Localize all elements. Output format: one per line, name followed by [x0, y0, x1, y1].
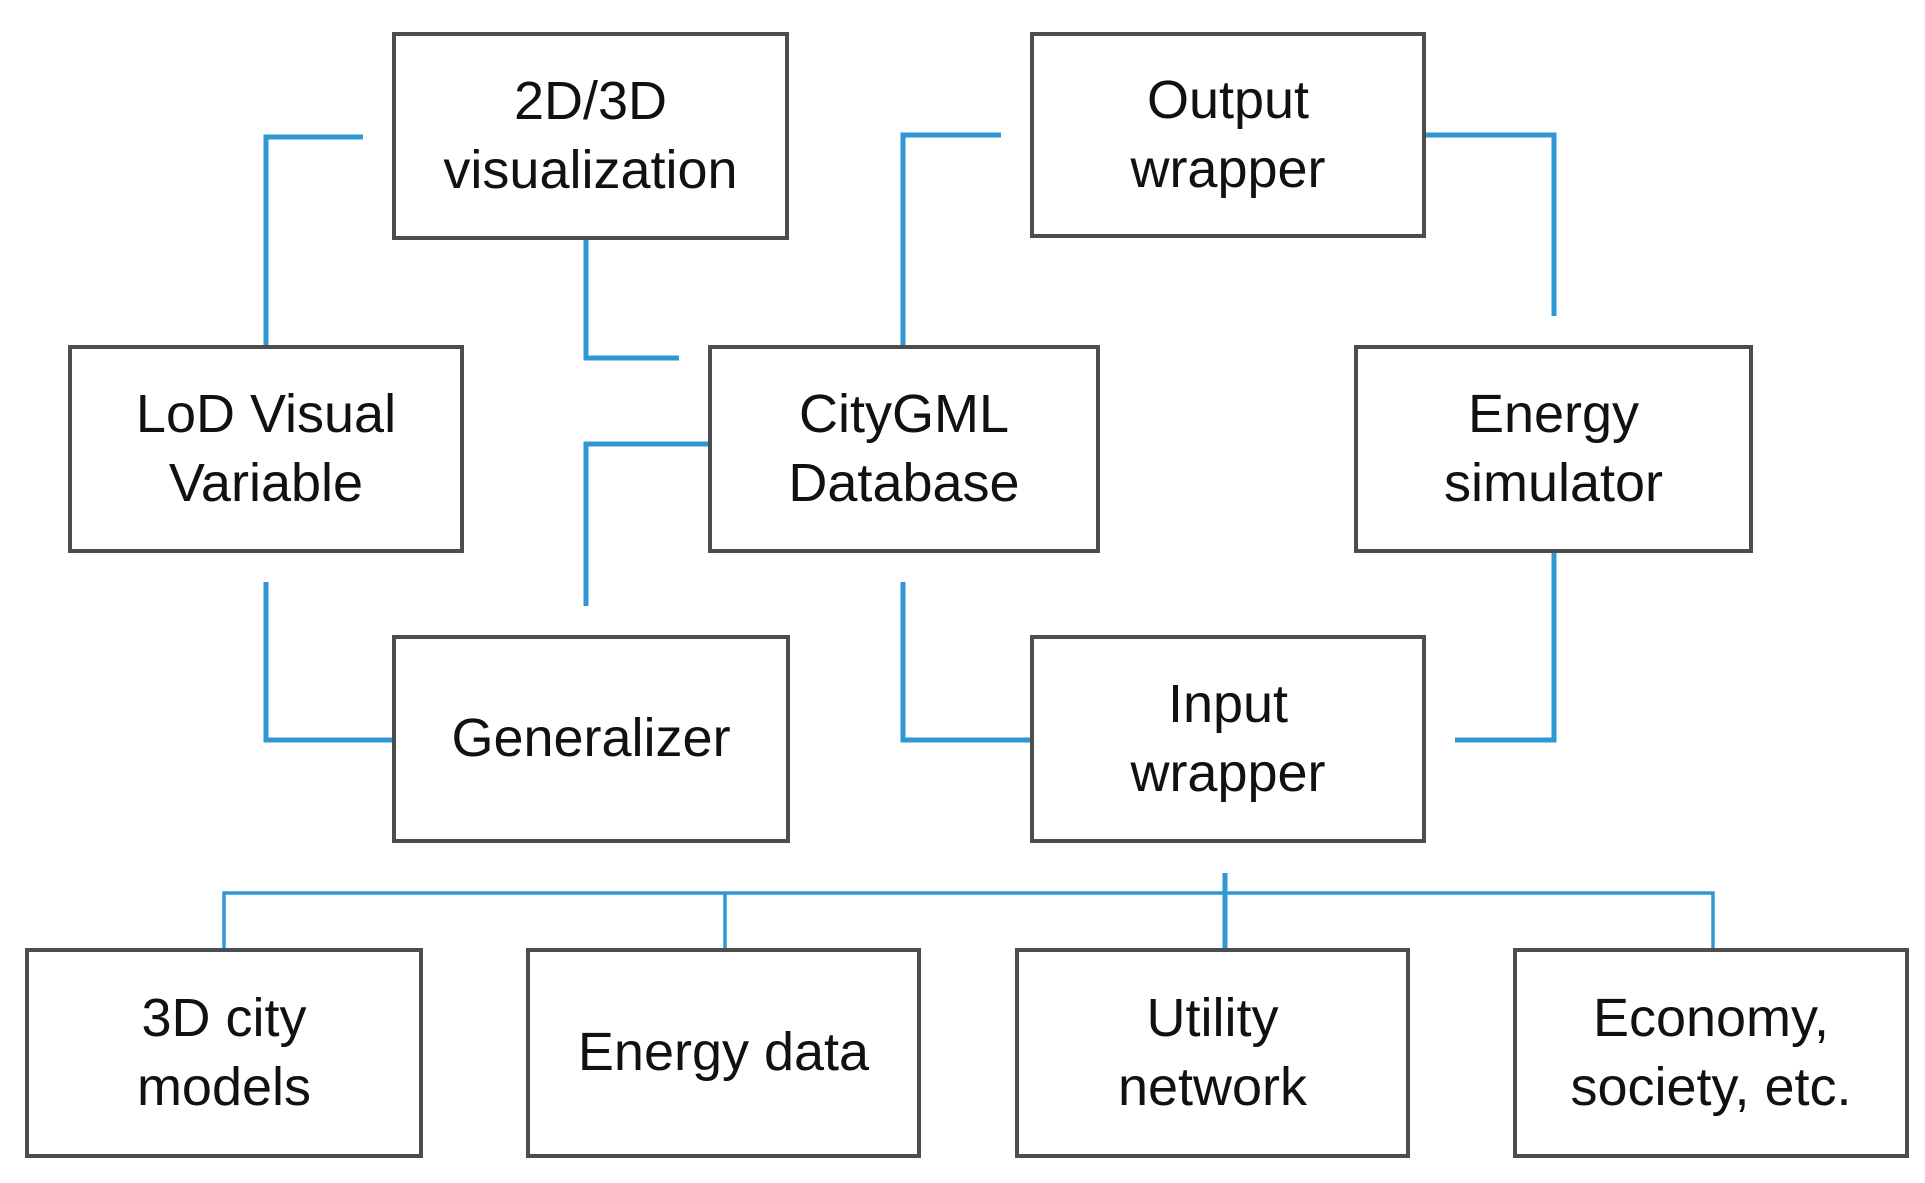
arrow-visualization-to-citygml [583, 240, 679, 361]
node-label-input-wrapper: Input wrapper [1130, 673, 1326, 803]
node-2d3d-visualization: 2D/3D visualization [392, 32, 789, 240]
node-label-energy-simulator: Energy simulator [1443, 383, 1664, 513]
node-label-citygml-database: CityGML Database [788, 383, 1020, 513]
arrow-citygml-to-output-wrapper [900, 132, 1001, 345]
node-economy-society: Economy, society, etc. [1513, 948, 1909, 1158]
node-label-lod-visual-variable: LoD Visual Variable [135, 383, 397, 513]
node-label-utility-network: Utility network [1117, 987, 1308, 1117]
node-label-output-wrapper: Output wrapper [1130, 69, 1326, 199]
node-label-generalizer: Generalizer [451, 708, 731, 769]
node-citygml-database: CityGML Database [708, 345, 1100, 553]
arrow-citygml-to-generalizer [583, 441, 708, 606]
node-label-2d3d-visualization: 2D/3D visualization [443, 70, 738, 200]
node-3d-city-models: 3D city models [25, 948, 423, 1158]
node-energy-simulator: Energy simulator [1354, 345, 1753, 553]
arrow-lod-to-visualization [263, 134, 363, 345]
arrow-input-wrapper-to-citygml [900, 582, 1030, 743]
arrow-energy-simulator-to-input-wrapper [1455, 553, 1557, 743]
node-generalizer: Generalizer [392, 635, 790, 843]
arrow-output-wrapper-to-energy-simulator [1426, 132, 1557, 316]
node-label-3d-city-models: 3D city models [136, 987, 312, 1117]
node-lod-visual-variable: LoD Visual Variable [68, 345, 464, 553]
node-output-wrapper: Output wrapper [1030, 32, 1426, 238]
node-energy-data: Energy data [526, 948, 921, 1158]
node-utility-network: Utility network [1015, 948, 1410, 1158]
node-label-energy-data: Energy data [577, 1022, 870, 1083]
arrow-generalizer-to-lod [263, 582, 392, 743]
node-label-economy-society: Economy, society, etc. [1570, 987, 1852, 1117]
node-input-wrapper: Input wrapper [1030, 635, 1426, 843]
sources-bus-line [222, 891, 1715, 948]
